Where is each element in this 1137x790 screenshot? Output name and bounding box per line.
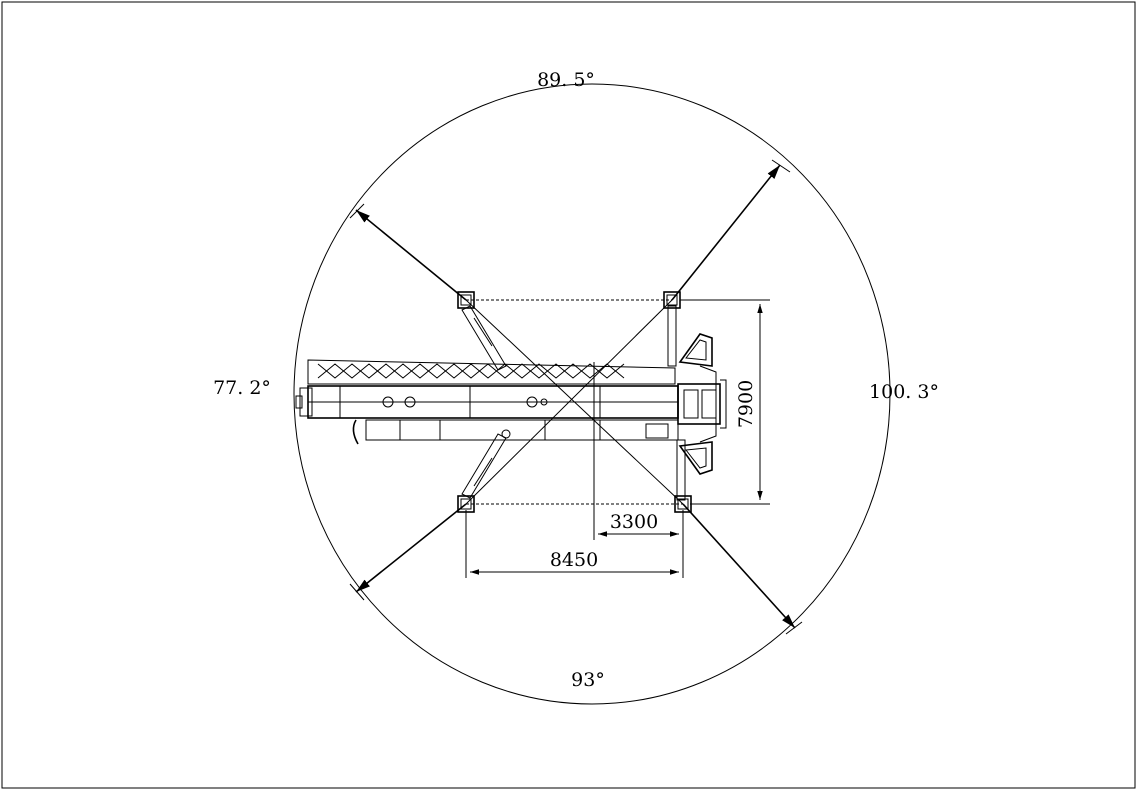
- pad-front-left: [457, 291, 475, 309]
- angle-label-right: 100. 3°: [869, 381, 939, 403]
- slewing-radius-circle: [293, 83, 891, 705]
- dimension-rear-offset: 3300: [598, 510, 684, 578]
- outrigger-beams: [461, 305, 686, 501]
- outrigger-support-outline: [466, 299, 683, 505]
- dimension-outrigger-length: 8450: [465, 510, 679, 578]
- angle-label-bottom: 93°: [571, 669, 605, 691]
- crane-body: [295, 333, 727, 475]
- sector-boundary-lines: [355, 164, 796, 629]
- circle-intersection-ticks: [349, 159, 803, 635]
- dimension-label-7900: 7900: [735, 380, 757, 428]
- dimension-label-8450: 8450: [550, 549, 598, 571]
- angle-label-top: 89. 5°: [537, 69, 595, 91]
- angle-label-left: 77. 2°: [213, 377, 271, 399]
- outrigger-pads: [457, 291, 692, 513]
- dimension-label-3300: 3300: [610, 511, 658, 533]
- dimension-outrigger-width: 7900: [680, 299, 770, 505]
